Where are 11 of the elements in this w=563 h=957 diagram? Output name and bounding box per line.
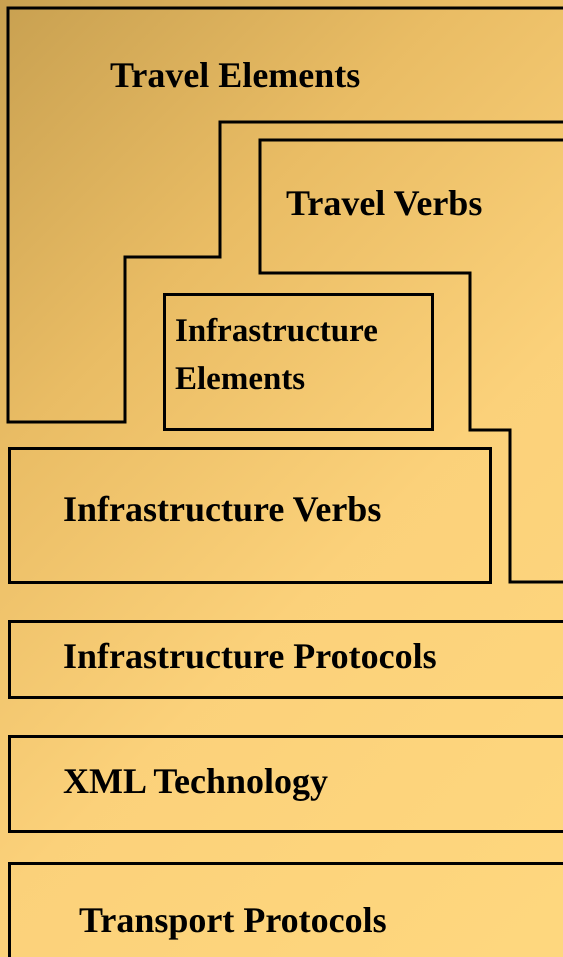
layer-label: Infrastructure Elements: [175, 312, 379, 399]
layer-box: [8, 735, 563, 833]
layer-box: [8, 620, 563, 699]
layer-label: Travel Verbs: [286, 182, 482, 225]
layer-box: [8, 862, 563, 957]
layer-label: Transport Protocols: [79, 899, 387, 942]
layer-box: [8, 447, 492, 584]
layer-label: Travel Elements: [110, 54, 360, 97]
layer-label: XML Technology: [63, 760, 328, 803]
layer-label: Infrastructure Verbs: [63, 488, 382, 531]
layer-label: Infrastructure Protocols: [63, 635, 437, 678]
